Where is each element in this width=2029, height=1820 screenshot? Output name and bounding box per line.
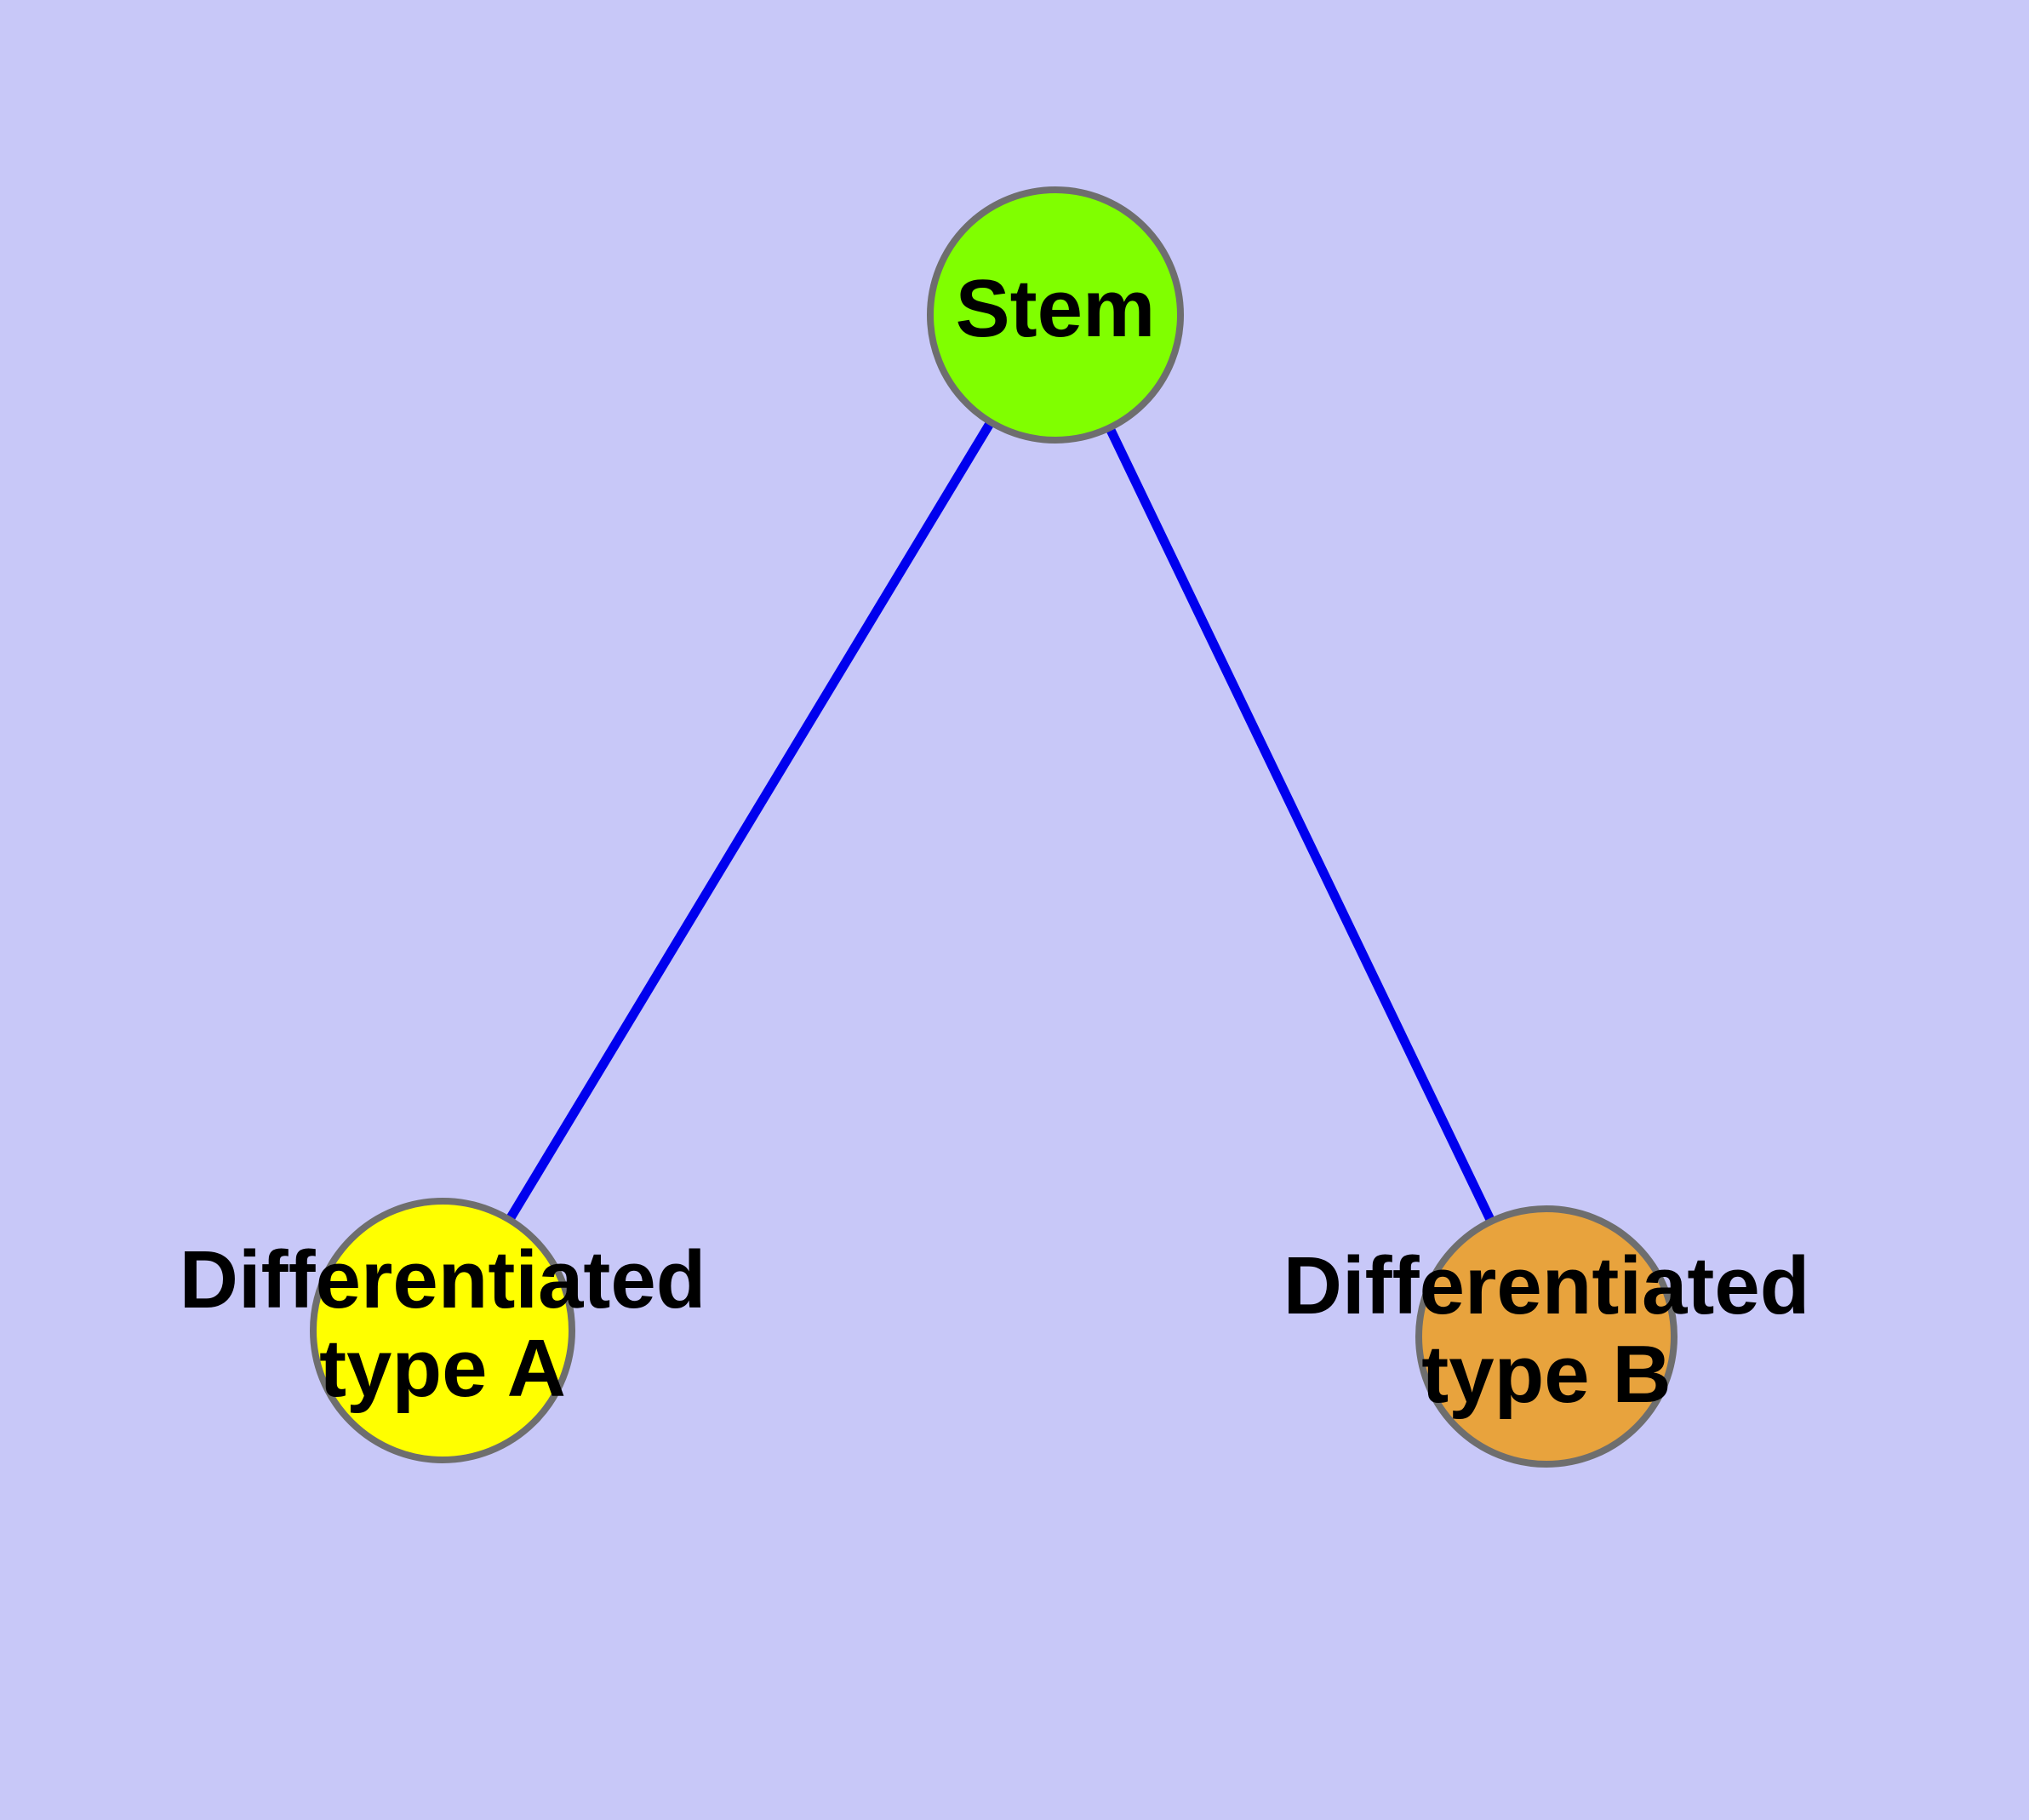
node-diff_b[interactable] [1415, 1205, 1677, 1468]
edge-stem-to-diff-a [438, 312, 1060, 1333]
node-stem[interactable] [927, 186, 1184, 444]
edges-layer [438, 312, 1551, 1339]
node-label-stem: Stem [956, 263, 1156, 354]
node-label-line: Differentiated [1283, 1240, 1810, 1331]
node-label-line: Differentiated [180, 1234, 706, 1325]
edge-stem-to-diff-b [1051, 312, 1551, 1339]
nodes-layer [310, 186, 1677, 1468]
node-diff_a[interactable] [310, 1198, 575, 1463]
node-label-line: type A [319, 1323, 566, 1414]
node-label-line: Stem [956, 263, 1156, 354]
node-label-line: type B [1421, 1329, 1671, 1420]
